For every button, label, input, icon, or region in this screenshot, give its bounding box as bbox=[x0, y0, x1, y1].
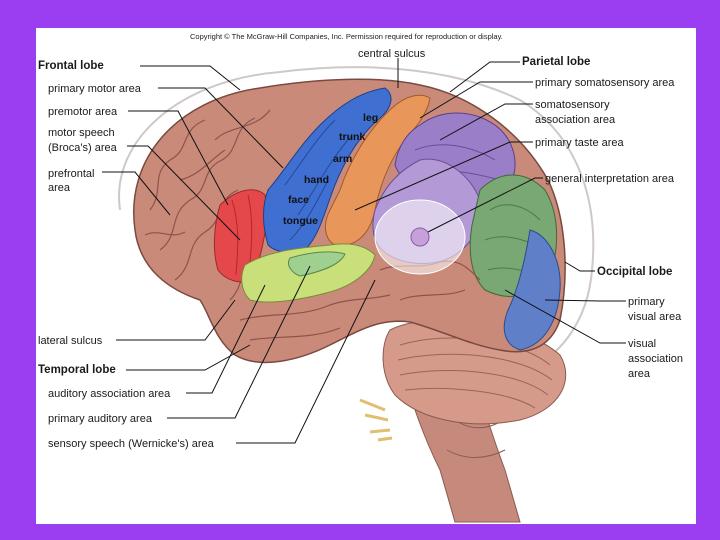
slide-panel: Copyright © The McGraw-Hill Companies, I… bbox=[36, 28, 696, 524]
label-somatosensory-association-1: somatosensory bbox=[535, 99, 610, 111]
brain-diagram: Copyright © The McGraw-Hill Companies, I… bbox=[36, 28, 696, 524]
label-frontal-lobe: Frontal lobe bbox=[38, 60, 104, 72]
label-occipital-lobe: Occipital lobe bbox=[597, 266, 672, 278]
label-somatosensory-association-2: association area bbox=[535, 114, 616, 126]
label-motor-speech-2: (Broca's) area bbox=[48, 142, 118, 154]
label-visual-association-1: visual bbox=[628, 338, 656, 350]
label-temporal-lobe: Temporal lobe bbox=[38, 364, 116, 376]
copyright-text: Copyright © The McGraw-Hill Companies, I… bbox=[190, 32, 503, 41]
label-motor-speech-1: motor speech bbox=[48, 127, 115, 139]
general-interpretation-spot bbox=[411, 228, 429, 246]
label-auditory-association: auditory association area bbox=[48, 388, 171, 400]
label-lateral-sulcus: lateral sulcus bbox=[38, 335, 103, 347]
label-primary-visual-1: primary bbox=[628, 296, 665, 308]
label-primary-taste: primary taste area bbox=[535, 137, 625, 149]
label-face: face bbox=[288, 194, 309, 206]
label-hand: hand bbox=[304, 174, 329, 186]
label-parietal-lobe: Parietal lobe bbox=[522, 56, 590, 68]
label-arm: arm bbox=[333, 153, 352, 165]
label-prefrontal-2: area bbox=[48, 182, 71, 194]
label-visual-association-2: association bbox=[628, 353, 683, 365]
label-tongue: tongue bbox=[283, 215, 318, 227]
label-leg: leg bbox=[363, 112, 378, 124]
label-trunk: trunk bbox=[339, 131, 365, 143]
label-sensory-speech: sensory speech (Wernicke's) area bbox=[48, 438, 215, 450]
label-primary-motor-area: primary motor area bbox=[48, 83, 142, 95]
nerve-roots bbox=[360, 400, 392, 440]
label-premotor-area: premotor area bbox=[48, 106, 118, 118]
label-primary-visual-2: visual area bbox=[628, 311, 682, 323]
label-primary-auditory: primary auditory area bbox=[48, 413, 153, 425]
label-central-sulcus: central sulcus bbox=[358, 48, 426, 60]
label-visual-association-3: area bbox=[628, 368, 651, 380]
label-general-interpretation: general interpretation area bbox=[545, 173, 675, 185]
label-primary-somatosensory: primary somatosensory area bbox=[535, 77, 675, 89]
label-prefrontal-1: prefrontal bbox=[48, 168, 94, 180]
